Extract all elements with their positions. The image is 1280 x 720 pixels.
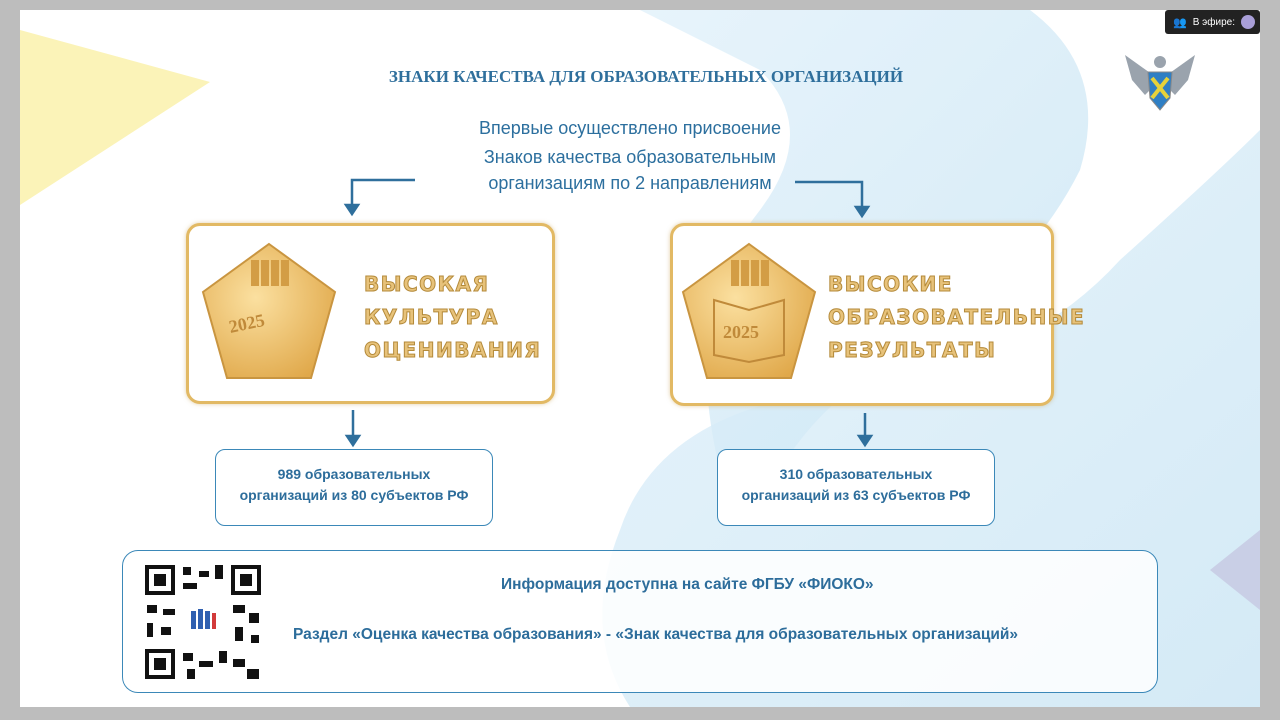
info-box: Информация доступна на сайте ФГБУ «ФИОКО… bbox=[122, 550, 1158, 693]
gold-medal-icon: 2025 bbox=[201, 242, 337, 379]
subtitle-line-3: организациям по 2 направлениям bbox=[488, 173, 772, 193]
emblem-logo bbox=[1125, 55, 1195, 111]
stat-line: организаций из 63 субъектов РФ bbox=[741, 487, 971, 503]
avatar bbox=[1240, 15, 1255, 29]
info-line-2: Раздел «Оценка качества образования» - «… bbox=[293, 626, 1019, 643]
card-title-line: ВЫСОКИЕ bbox=[827, 272, 953, 297]
gold-medal-icon: 2025 bbox=[681, 242, 817, 379]
stat-box-results: 310 образовательных организаций из 63 су… bbox=[717, 449, 995, 526]
broadcast-label: В эфире: bbox=[1192, 16, 1235, 28]
stat-box-assessment: 989 образовательных организаций из 80 су… bbox=[215, 449, 493, 526]
slide-title: ЗНАКИ КАЧЕСТВА ДЛЯ ОБРАЗОВАТЕЛЬНЫХ ОРГАН… bbox=[388, 67, 904, 86]
stat-line: 989 образовательных bbox=[277, 466, 431, 482]
card-title-line: КУЛЬТУРА bbox=[363, 305, 499, 330]
fioko-logo-icon bbox=[187, 605, 219, 637]
stat-line: организаций из 80 субъектов РФ bbox=[239, 487, 469, 503]
broadcast-status-badge[interactable]: 👥 В эфире: bbox=[1165, 10, 1260, 34]
subtitle-line-1: Впервые осуществлено присвоение bbox=[479, 118, 781, 138]
quality-mark-card-assessment: 2025 ВЫСОКАЯ КУЛЬТУРА ОЦЕНИВАНИЯ bbox=[186, 223, 555, 404]
qr-code[interactable] bbox=[143, 563, 263, 681]
info-line-1: Информация доступна на сайте ФГБУ «ФИОКО… bbox=[501, 576, 874, 593]
card-title-line: ВЫСОКАЯ bbox=[363, 272, 490, 297]
participants-icon: 👥 bbox=[1173, 16, 1187, 29]
card-title-line: ОЦЕНИВАНИЯ bbox=[363, 338, 542, 363]
card-title-line: ОБРАЗОВАТЕЛЬНЫЕ bbox=[827, 305, 1086, 330]
card-title-line: РЕЗУЛЬТАТЫ bbox=[827, 338, 997, 363]
stat-line: 310 образовательных bbox=[779, 466, 933, 482]
medal-year: 2025 bbox=[723, 322, 759, 342]
quality-mark-card-results: 2025 ВЫСОКИЕ ОБРАЗОВАТЕЛЬНЫЕ РЕЗУЛЬТАТЫ bbox=[670, 223, 1084, 406]
presentation-slide: ЗНАКИ КАЧЕСТВА ДЛЯ ОБРАЗОВАТЕЛЬНЫХ ОРГАН… bbox=[20, 10, 1260, 707]
subtitle-line-2: Знаков качества образовательным bbox=[483, 147, 777, 167]
